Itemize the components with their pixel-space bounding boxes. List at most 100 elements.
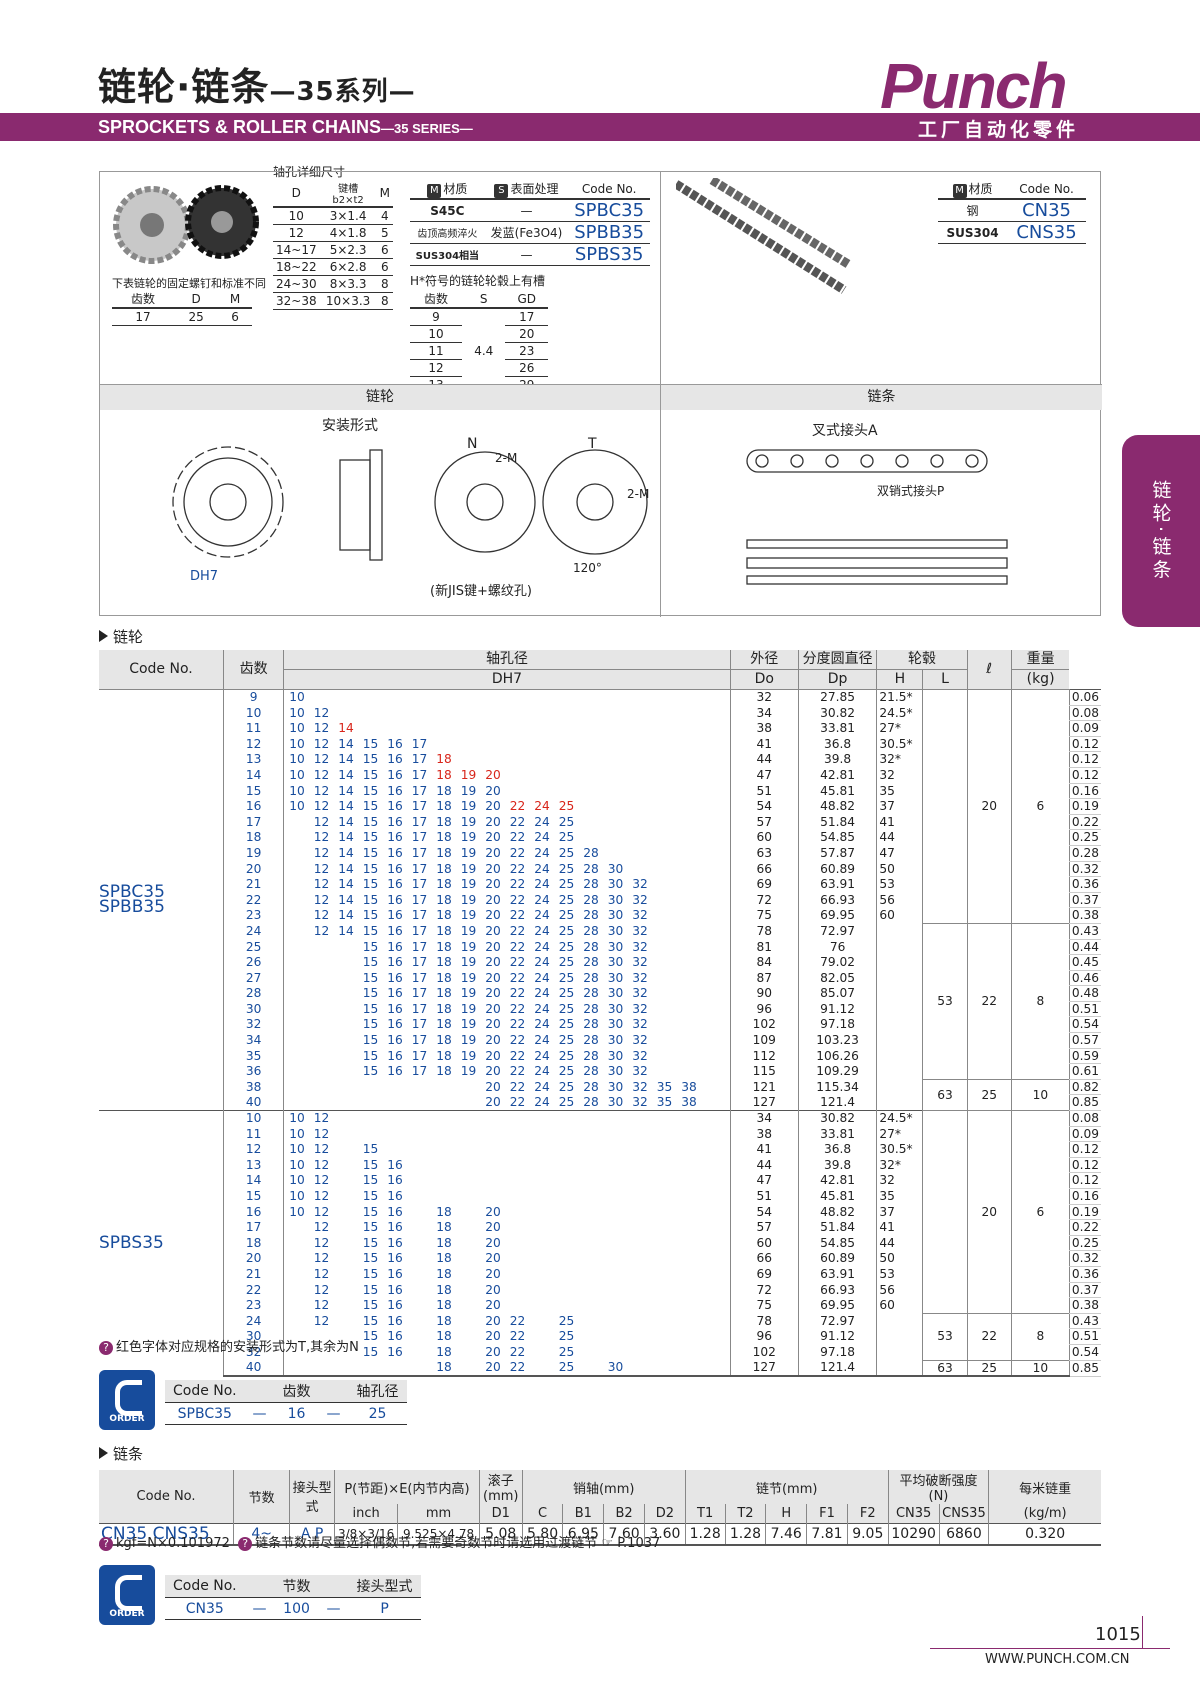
- footer-rule: [930, 1648, 1170, 1649]
- code-cell: SPBS35: [99, 1110, 224, 1377]
- screw-note-title: 下表链轮的固定螺钉和标准不同: [112, 277, 266, 290]
- order-icon-chain: ORDER: [99, 1565, 155, 1625]
- mount-n-label: N: [467, 436, 477, 452]
- page-number: 1015: [1095, 1624, 1141, 1645]
- two-m-label-n: 2-M: [495, 451, 517, 465]
- dh7-label: DH7: [190, 569, 218, 584]
- bore-cell: 10: [283, 689, 731, 706]
- note-red-font: ?红色字体对应规格的安装形式为T,其余为N: [99, 1336, 359, 1355]
- page-title: 链轮·链条—35系列—: [98, 65, 416, 109]
- footer-url: WWW.PUNCH.COM.CN: [985, 1652, 1130, 1667]
- joint-p-label: 双销式接头P: [877, 483, 944, 498]
- side-tab[interactable]: 链轮·链条: [1122, 435, 1200, 627]
- footer-rule-v: [1142, 1616, 1143, 1648]
- keyway-title: 轴孔详细尺寸: [273, 165, 346, 179]
- order-example-sprocket: Code No.齿数轴孔径 SPBC35—16—25: [165, 1380, 407, 1425]
- sprocket-drawing: 安装形式 N T 2-M 2-M 120° DH7 (新JIS键+螺纹孔): [172, 418, 649, 599]
- section-chain: 链条: [99, 1443, 143, 1464]
- mount-t-label: T: [587, 436, 597, 452]
- mount-label: 安装形式: [322, 418, 378, 434]
- joint-a-label: 叉式接头A: [812, 422, 878, 439]
- logo-subtitle: 工厂自动化零件: [918, 119, 1080, 141]
- order-icon: ORDER: [99, 1370, 155, 1430]
- section-sprocket: 链轮: [99, 626, 143, 647]
- two-m-label-t: 2-M: [627, 487, 649, 501]
- band-chain: 链条: [661, 385, 1102, 410]
- band-sprocket: 链轮: [100, 385, 660, 410]
- order-example-chain: Code No.节数接头型式 CN35—100—P: [165, 1575, 421, 1620]
